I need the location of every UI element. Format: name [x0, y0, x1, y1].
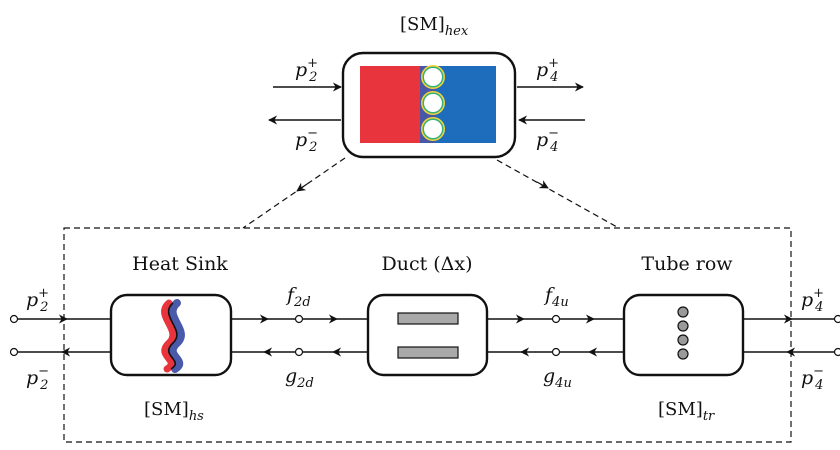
duct-upper-wall [397, 312, 459, 325]
zoom-left-connector [242, 157, 346, 229]
g4u-label: g4u [543, 365, 572, 391]
heat-sink-icon [161, 299, 185, 373]
p2-minus-node [9, 347, 19, 357]
f2d-label: f2d [285, 284, 311, 310]
p4-minus-label: p−4 [801, 364, 824, 393]
p4-plus-label: p+4 [801, 286, 824, 315]
tube-row-title: Tube row [641, 253, 733, 275]
top-p2-minus-label: p−2 [295, 126, 318, 155]
heat-sink-block [109, 293, 233, 377]
top-p4-minus-label: p−4 [536, 126, 559, 155]
subsystem-boundary [63, 227, 792, 443]
top-p2-plus-label: p+2 [295, 56, 318, 85]
p4-minus-node [833, 347, 840, 357]
zoom-left-arrow [296, 182, 308, 192]
duct-title: Duct (Δx) [381, 253, 472, 275]
f4u-node [551, 314, 561, 324]
heat-exchanger-icon [360, 65, 496, 143]
zoom-right-connector [496, 159, 618, 228]
tube-row-block [622, 293, 745, 377]
g4u-node [551, 347, 561, 357]
p2-plus-label: p+2 [26, 286, 49, 315]
duct-lower-wall [397, 346, 459, 359]
tr-matrix-label: [SM]tr [658, 399, 715, 424]
zoom-right-arrow [536, 180, 549, 189]
hex-block [341, 51, 517, 159]
p4-plus-node [833, 314, 840, 324]
duct-frame [366, 293, 489, 377]
hex-matrix-label: [SM]hex [400, 14, 469, 39]
tube-row-icon [677, 306, 689, 360]
heat-sink-title: Heat Sink [132, 253, 228, 275]
g2d-node [294, 347, 304, 357]
hs-matrix-label: [SM]hs [144, 399, 204, 424]
f4u-label: f4u [543, 284, 569, 310]
p2-plus-node [9, 314, 19, 324]
g2d-label: g2d [285, 365, 314, 391]
duct-block [366, 293, 489, 377]
top-p4-plus-label: p+4 [536, 56, 559, 85]
f2d-node [294, 314, 304, 324]
p2-minus-label: p−2 [26, 364, 49, 393]
